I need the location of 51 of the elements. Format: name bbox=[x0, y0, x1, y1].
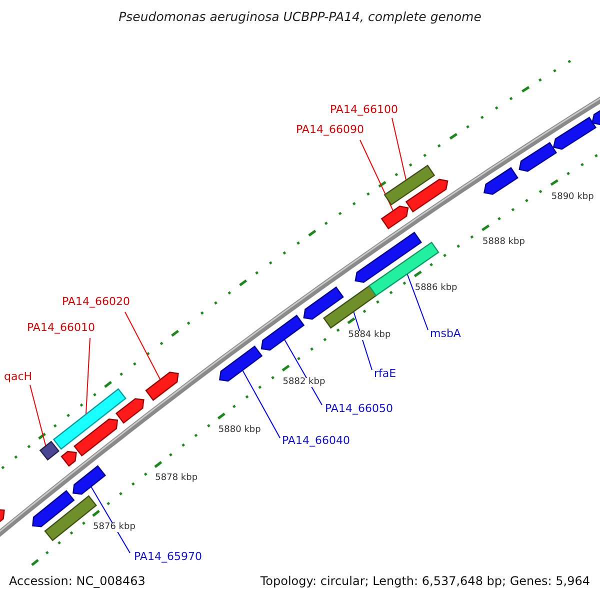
gene-label: PA14_66100 bbox=[330, 104, 398, 115]
scale-label: 5888 kbp bbox=[482, 238, 525, 247]
gene-label: PA14_65970 bbox=[134, 551, 202, 562]
title: Pseudomonas aeruginosa UCBPP-PA14, complete genome bbox=[118, 9, 482, 24]
gene-label: PA14_66020 bbox=[62, 296, 130, 307]
leader-line bbox=[284, 338, 322, 406]
gene-label: PA14_66090 bbox=[296, 124, 364, 135]
gene-feature-bar bbox=[518, 142, 558, 172]
scale-label: 5876 kbp bbox=[93, 523, 136, 532]
gene-feature-bar bbox=[74, 418, 118, 457]
gene-feature-bar bbox=[115, 398, 144, 424]
gene-feature-bar bbox=[552, 116, 597, 150]
scale-label: 5880 kbp bbox=[218, 426, 261, 436]
gene-feature-bar bbox=[32, 490, 75, 528]
leader-line bbox=[30, 384, 46, 446]
gene-feature-bar bbox=[354, 232, 422, 283]
accession-text: Accession: NC_008463 bbox=[9, 575, 146, 587]
scale-label: 5890 kbp bbox=[551, 192, 594, 202]
gene-feature-bar bbox=[484, 166, 518, 195]
scale-label: 5884 kbp bbox=[348, 330, 391, 340]
gene-feature-bar bbox=[303, 286, 344, 320]
leader-line bbox=[406, 273, 428, 330]
scale-label: 5882 kbp bbox=[282, 378, 326, 388]
gene-label: PA14_66050 bbox=[325, 403, 393, 414]
gene-feature-bar bbox=[219, 345, 263, 382]
scale-label: 5886 kbp bbox=[414, 284, 458, 293]
gene-feature-bar bbox=[72, 465, 106, 495]
leader-line bbox=[124, 312, 161, 380]
leader-line bbox=[360, 140, 394, 212]
gene-feature-bar bbox=[39, 440, 60, 461]
leader-line bbox=[242, 370, 280, 438]
gene-label: PA14_66040 bbox=[282, 435, 350, 446]
gene-label: rfaE bbox=[374, 368, 396, 379]
scale-label: 5878 kbp bbox=[155, 474, 198, 484]
genome-info-text: Topology: circular; Length: 6,537,648 bp; Genes: 5,964 bbox=[260, 575, 590, 587]
gene-feature-bar bbox=[405, 178, 448, 213]
gene-feature-bar bbox=[384, 164, 436, 206]
leader-line bbox=[85, 338, 90, 415]
gene-feature-bar bbox=[260, 314, 305, 351]
gene-feature-bar bbox=[368, 242, 440, 296]
gene-feature-bar bbox=[322, 284, 378, 329]
leader-line bbox=[353, 311, 372, 370]
gene-label: msbA bbox=[430, 328, 461, 339]
gene-label: PA14_66010 bbox=[27, 322, 95, 333]
gene-feature-bar bbox=[591, 108, 600, 126]
gene-feature-bar bbox=[0, 508, 5, 524]
gene-feature-bar bbox=[145, 372, 179, 401]
gene-feature-bar bbox=[52, 388, 126, 450]
leader-line bbox=[392, 118, 407, 181]
gene-label: qacH bbox=[4, 371, 32, 382]
leader-line bbox=[90, 486, 130, 554]
